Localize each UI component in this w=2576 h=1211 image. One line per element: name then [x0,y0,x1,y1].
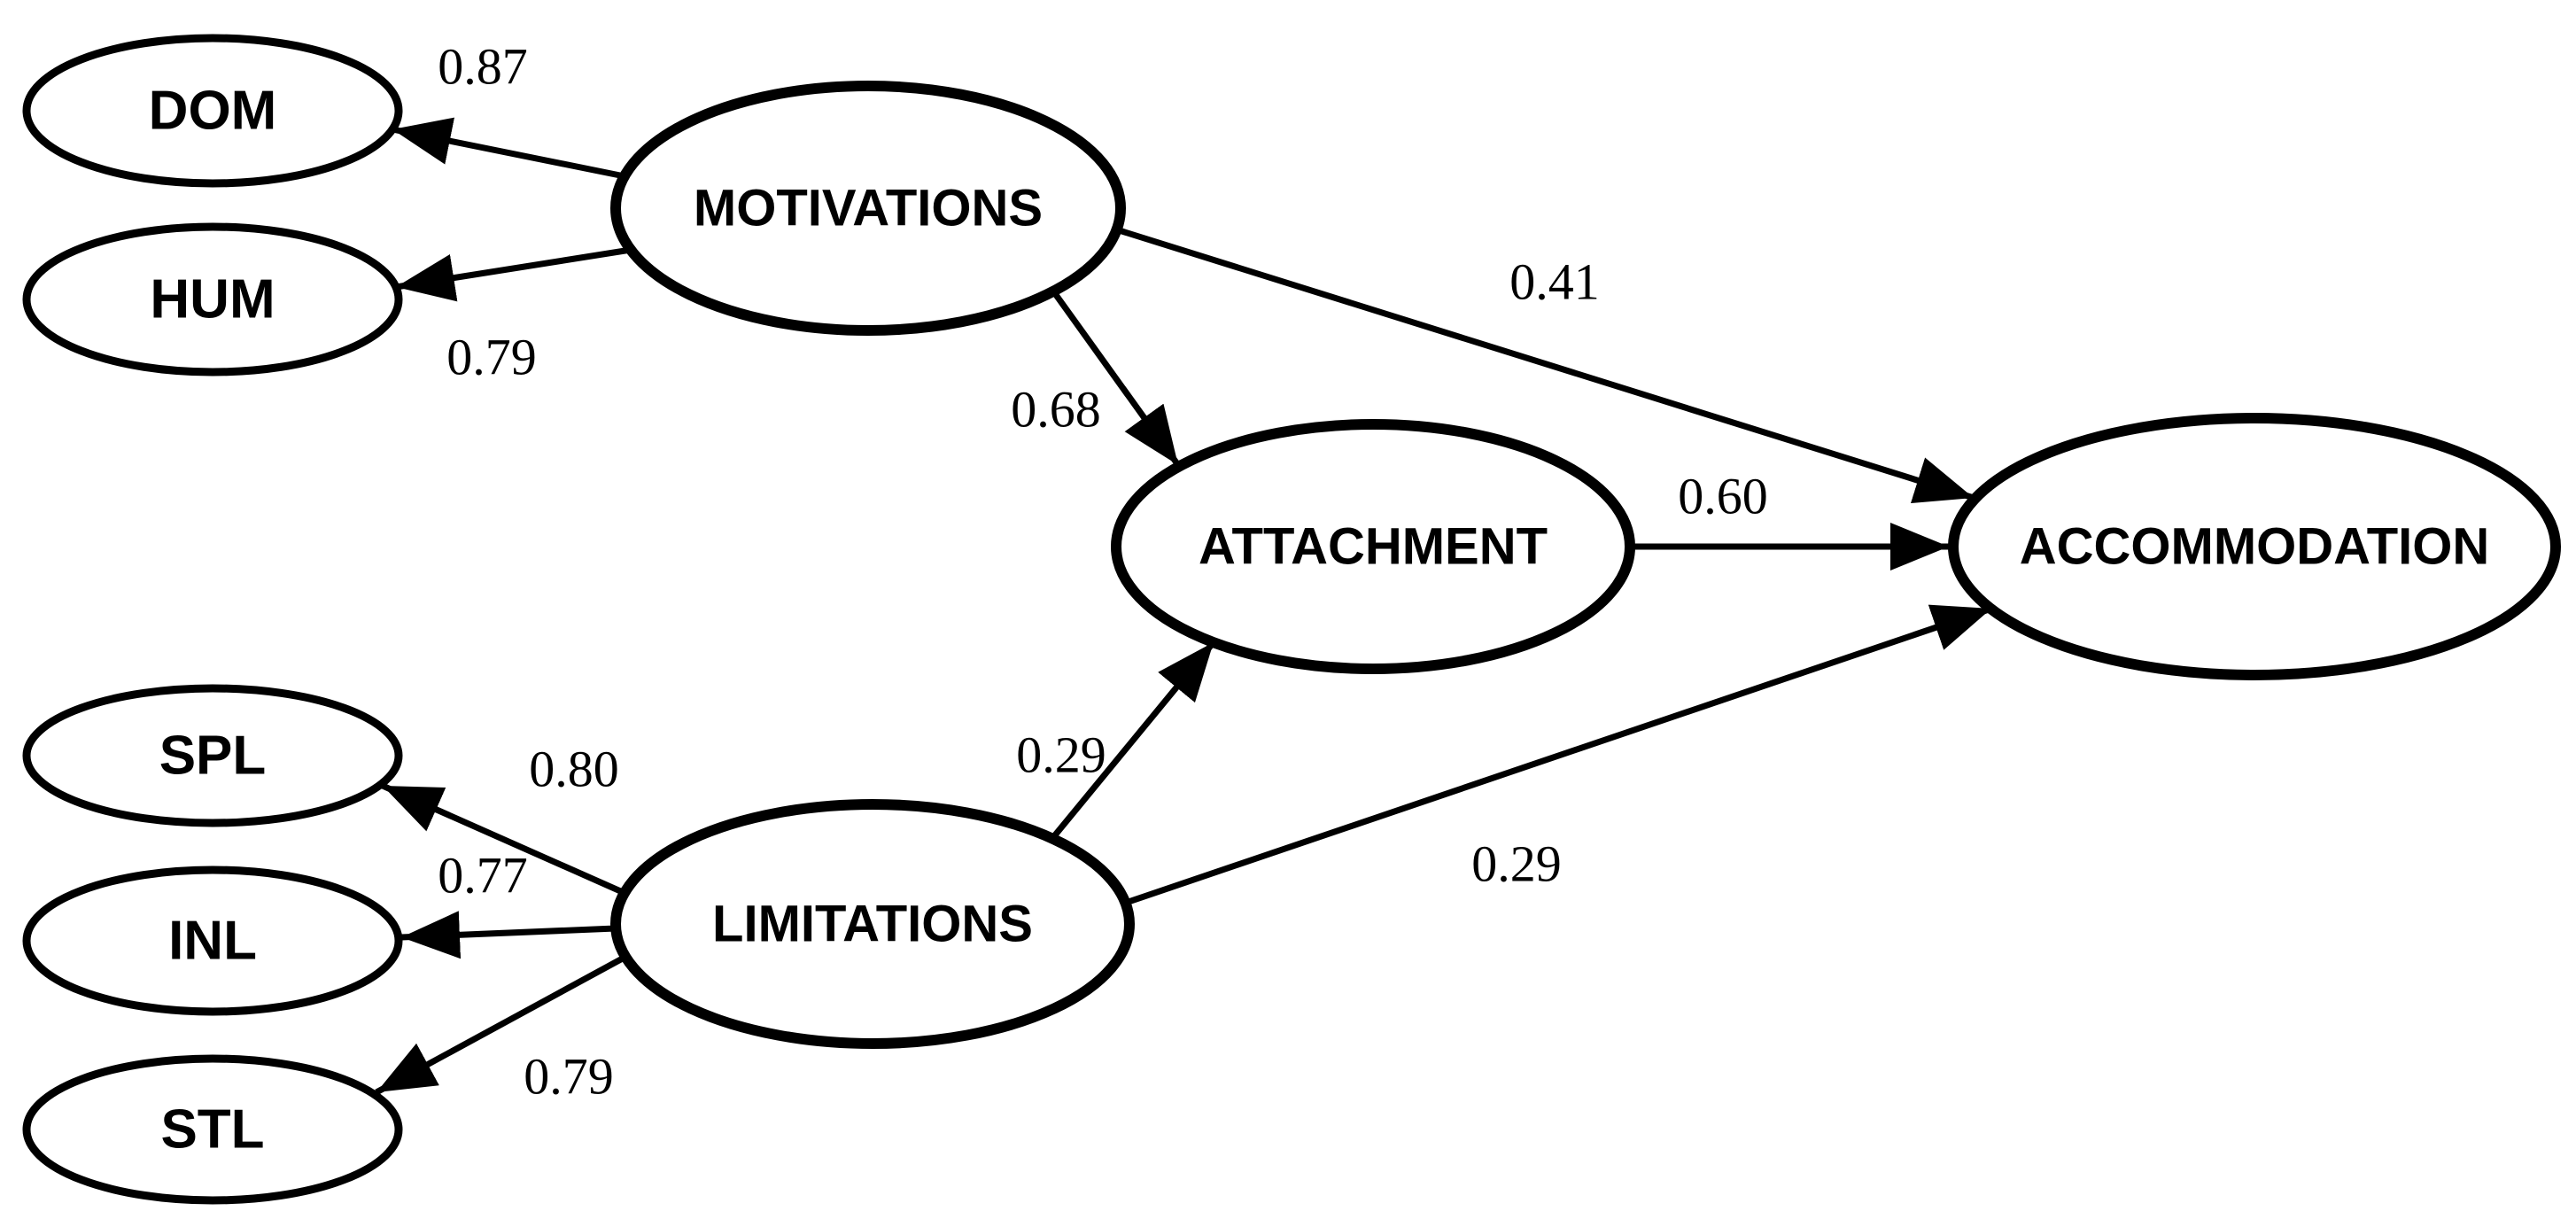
path-coefficient-motivations-hum: 0.79 [446,329,537,386]
node-ellipse-motivations [610,81,1126,336]
path-coefficient-limitations-inl: 0.77 [438,847,528,904]
path-coefficient-limitations-attachment: 0.29 [1016,726,1106,784]
node-label-dom: DOM [149,81,277,142]
node-label-accommodation: ACCOMMODATION [2020,518,2490,576]
node-label-attachment: ATTACHMENT [1199,518,1548,576]
path-coefficient-limitations-stl: 0.79 [524,1048,614,1106]
node-label-stl: STL [160,1099,264,1161]
node-ellipse-spl [22,684,403,827]
nodes-layer: DOM HUM MOTIVATIONS ATTACHMENT ACCOMMODATION… [22,34,2561,1205]
node-label-motivations: MOTIVATIONS [694,180,1043,237]
path-coefficient-motivations-dom: 0.87 [438,38,528,96]
node-label-spl: SPL [159,726,267,787]
path-arrow-motivations-accommodation [1114,226,1975,504]
node-ellipse-stl [22,1054,403,1205]
path-arrow-limitations-accommodation [1121,604,1993,907]
path-arrow-motivations-attachment [1051,290,1181,468]
edges-layer [375,117,1993,1096]
node-ellipse-inl [22,866,403,1016]
path-coefficient-limitations-spl: 0.80 [529,741,619,798]
path-arrow-limitations-stl [375,951,631,1096]
node-label-inl: INL [168,911,257,972]
path-coefficient-motivations-attachment: 0.68 [1011,381,1101,439]
node-ellipse-attachment [1111,419,1635,674]
path-arrow-limitations-attachment [1047,640,1216,844]
node-label-limitations: LIMITATIONS [712,896,1033,953]
path-coefficient-attachment-accommodation: 0.60 [1678,468,1768,525]
node-label-hum: HUM [150,269,275,330]
path-arrow-motivations-hum [395,246,632,302]
node-ellipse-accommodation [1948,413,2561,680]
node-ellipse-limitations [610,799,1135,1049]
path-coefficient-limitations-accommodation: 0.29 [1471,835,1562,893]
path-coefficient-motivations-accommodation: 0.41 [1509,253,1600,311]
path-arrow-motivations-dom [392,117,625,180]
path-arrow-limitations-inl [400,911,617,959]
node-ellipse-hum [22,222,403,376]
node-ellipse-dom [22,34,403,188]
edge-labels-layer: 0.87 0.79 0.68 0.41 0.60 0.800.77 0.79 0.29 0.29 [438,38,1768,1106]
path-arrow-limitations-spl [381,782,626,897]
